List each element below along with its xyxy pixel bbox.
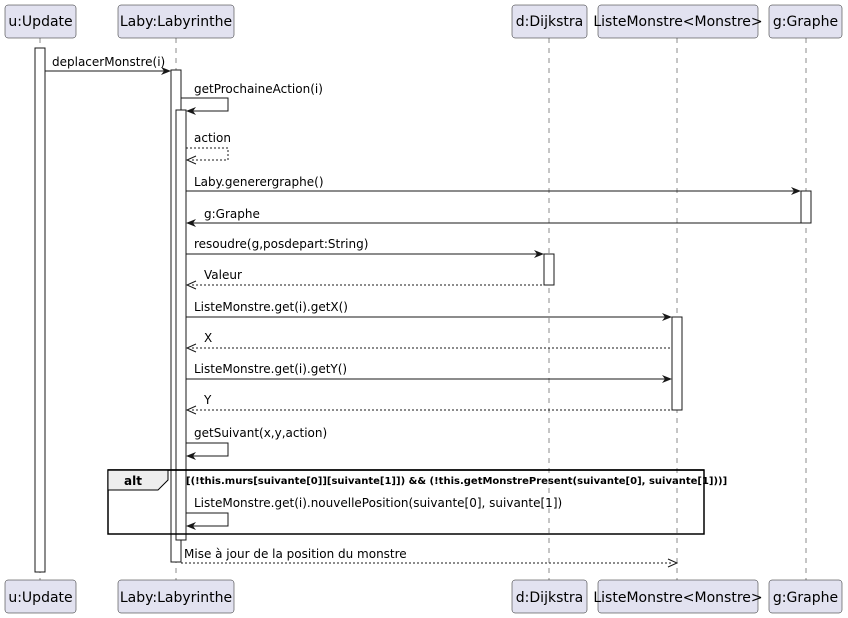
messages: deplacerMonstre(i) getProchaineAction(i)… xyxy=(45,55,801,568)
arrowhead-icon xyxy=(186,107,196,115)
activation-graphe xyxy=(800,190,812,224)
participant-label-listemonstre: ListeMonstre<Monstre> xyxy=(593,14,762,30)
participant-box-listemonstre xyxy=(597,579,759,614)
participant-label-graphe: g:Graphe xyxy=(773,14,838,30)
alt-fragment: alt [(!this.murs[suivante[0]][suivante[1… xyxy=(107,469,727,535)
participants-bottom: u:Update Laby:Labyrinthe d:Dijkstra List… xyxy=(4,579,843,614)
arrowhead-icon xyxy=(186,452,196,460)
message-label: getProchaineAction(i) xyxy=(194,82,323,96)
message-label: Laby.generergraphe() xyxy=(194,175,324,189)
participant-label-labyrinthe: Laby:Labyrinthe xyxy=(120,590,232,606)
arrowhead-icon xyxy=(161,67,171,75)
participant-box-update xyxy=(4,4,77,39)
arrowhead-icon xyxy=(186,522,196,530)
participant-label-dijkstra: d:Dijkstra xyxy=(516,590,583,606)
participant-label-graphe: g:Graphe xyxy=(773,590,838,606)
message-label: action xyxy=(194,131,231,145)
participant-box-update xyxy=(4,579,77,614)
message-label: X xyxy=(204,331,212,345)
message-label: resoudre(g,posdepart:String) xyxy=(194,237,368,251)
arrowhead-icon xyxy=(185,343,197,353)
message-label: Y xyxy=(203,393,212,407)
participant-label-update: u:Update xyxy=(8,14,72,30)
alt-fragment-label: alt xyxy=(124,474,142,488)
participant-label-update: u:Update xyxy=(8,590,72,606)
arrowhead-icon xyxy=(791,187,801,195)
participant-box-dijkstra xyxy=(511,4,588,39)
message-arrow xyxy=(186,442,229,457)
arrowhead-icon xyxy=(185,405,197,415)
participant-box-graphe xyxy=(768,579,843,614)
message-label: ListeMonstre.get(i).getX() xyxy=(194,300,348,314)
arrowhead-icon xyxy=(186,219,196,227)
message-label: getSuivant(x,y,action) xyxy=(194,426,327,440)
participant-box-labyrinthe xyxy=(117,579,235,614)
participant-box-dijkstra xyxy=(511,579,588,614)
message-label: deplacerMonstre(i) xyxy=(52,55,165,69)
message-label: Valeur xyxy=(204,268,242,282)
message-arrow xyxy=(186,147,229,161)
activations xyxy=(34,47,812,573)
participant-box-labyrinthe xyxy=(117,4,235,39)
message-label: Mise à jour de la position du monstre xyxy=(184,547,407,561)
activation-labyrinthe-nested xyxy=(175,109,187,541)
arrowhead-icon xyxy=(185,155,197,165)
activation-listemonstre xyxy=(671,316,683,411)
arrowhead-icon xyxy=(662,313,672,321)
participant-box-listemonstre xyxy=(597,4,759,39)
message-label: ListeMonstre.get(i).getY() xyxy=(194,362,347,376)
activation-update xyxy=(34,47,46,573)
message-label: g:Graphe xyxy=(204,207,260,221)
participants-top: u:Update Laby:Labyrinthe d:Dijkstra List… xyxy=(4,4,843,39)
alt-fragment-guard: [(!this.murs[suivante[0]][suivante[1]]) … xyxy=(186,476,727,487)
arrowhead-icon xyxy=(667,558,679,568)
participant-label-dijkstra: d:Dijkstra xyxy=(516,14,583,30)
participant-label-listemonstre: ListeMonstre<Monstre> xyxy=(593,590,762,606)
arrowhead-icon xyxy=(534,250,544,258)
participant-box-graphe xyxy=(768,4,843,39)
message-arrow xyxy=(181,97,229,112)
arrowhead-icon xyxy=(185,280,197,290)
message-label: ListeMonstre.get(i).nouvellePosition(sui… xyxy=(194,496,562,510)
arrowhead-icon xyxy=(662,375,672,383)
message-arrow xyxy=(186,512,229,527)
activation-dijkstra xyxy=(543,253,555,286)
participant-label-labyrinthe: Laby:Labyrinthe xyxy=(120,14,232,30)
